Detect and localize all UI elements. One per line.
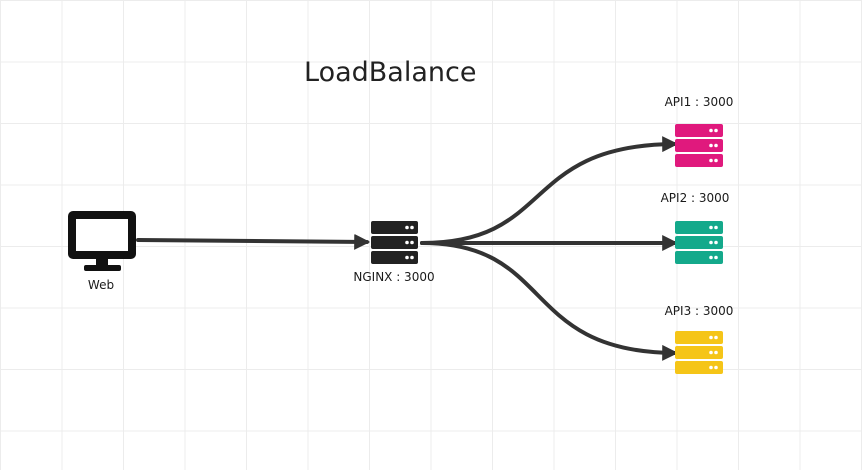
api2-node[interactable]: API2 : 3000: [661, 191, 730, 264]
connectors: [136, 136, 679, 361]
connector-nginx-to-api1[interactable]: [420, 136, 679, 245]
api1-node[interactable]: API1 : 3000: [665, 95, 734, 167]
server-stack-icon: [371, 221, 418, 264]
nginx-label: NGINX : 3000: [353, 270, 434, 284]
connector-nginx-to-api3[interactable]: [420, 241, 679, 361]
monitor-icon: [68, 211, 136, 271]
diagram-title: LoadBalance: [304, 57, 476, 88]
api3-node[interactable]: API3 : 3000: [665, 304, 734, 374]
server-stack-icon: [675, 331, 723, 374]
web-client-node[interactable]: Web: [68, 211, 136, 292]
server-stack-icon: [675, 221, 723, 264]
server-stack-icon: [675, 124, 723, 167]
api3-label: API3 : 3000: [665, 304, 734, 318]
nginx-node[interactable]: NGINX : 3000: [353, 221, 435, 284]
connector-web-to-nginx[interactable]: [136, 233, 371, 250]
api1-label: API1 : 3000: [665, 95, 734, 109]
web-client-label: Web: [88, 278, 114, 292]
api2-label: API2 : 3000: [661, 191, 730, 205]
